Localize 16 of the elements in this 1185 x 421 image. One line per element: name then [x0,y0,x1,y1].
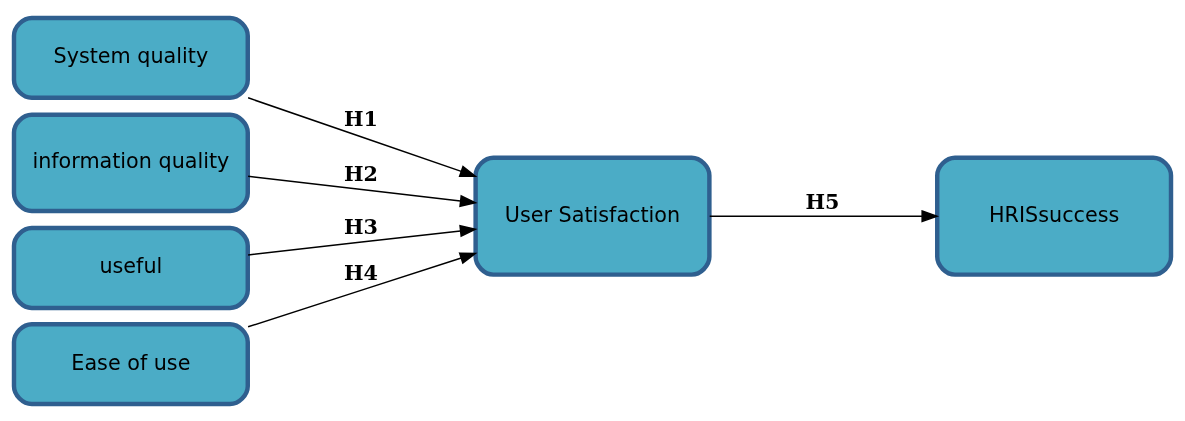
arrow [247,224,478,256]
arrow [247,96,478,177]
edge-label: H1 [343,106,378,131]
arrow [709,209,940,222]
edge-label: H4 [343,260,378,285]
node-box: User Satisfaction [473,155,712,277]
node-box: information quality [11,112,250,213]
arrow [247,251,478,328]
edge-label: H2 [343,161,378,186]
edge-label: H3 [343,214,378,239]
node-box: System quality [11,15,250,100]
node-box: useful [11,225,250,310]
arrow [247,175,478,207]
node-box: HRISsuccess [935,155,1174,277]
node-box: Ease of use [11,321,250,406]
edge-label: H5 [805,189,840,214]
